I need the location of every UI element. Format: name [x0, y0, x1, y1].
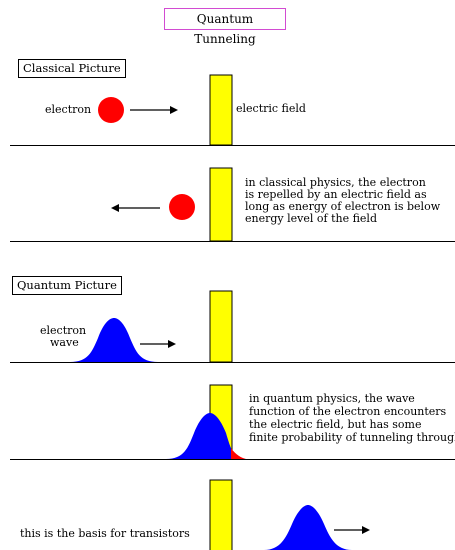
wave-label-line: electron	[40, 324, 87, 337]
description-line: is repelled by an electric field as	[245, 188, 427, 201]
electric-field-barrier	[209, 167, 233, 242]
electric-field-label: electric field	[236, 102, 306, 115]
electron-wave-packet	[166, 413, 231, 459]
electric-field-barrier	[209, 74, 233, 146]
description-line: energy level of the field	[245, 212, 377, 225]
description-line: long as energy of electron is below	[245, 200, 441, 213]
transistor-basis-text: this is the basis for transistors	[20, 527, 190, 540]
description-line: in classical physics, the electron	[245, 176, 426, 189]
arrow-right-icon	[334, 526, 370, 534]
panel-classical-approach	[10, 74, 455, 146]
description-line: finite probability of tunneling through	[249, 431, 455, 444]
arrow-right-icon	[130, 106, 178, 114]
tunneling-probability-tail	[230, 447, 246, 459]
electron-label: electron	[45, 103, 92, 116]
description-line: the electric field, but has some	[249, 418, 422, 431]
electric-field-barrier	[209, 290, 233, 363]
arrow-left-icon	[111, 204, 160, 212]
electric-field-barrier	[209, 479, 233, 550]
electron-wave-packet	[70, 318, 158, 362]
arrow-right-icon	[140, 340, 176, 348]
wave-label-line: wave	[50, 336, 79, 349]
panel-quantum-approach	[10, 290, 455, 363]
description-line: in quantum physics, the wave	[249, 392, 415, 405]
panel-quantum-transmitted	[209, 479, 370, 550]
electron-wave-packet	[264, 505, 352, 550]
classical-picture-label: Classical Picture	[18, 59, 126, 78]
panel-classical-repelled	[10, 167, 455, 242]
quantum-picture-label: Quantum Picture	[12, 276, 122, 295]
page-title: Quantum Tunneling	[164, 8, 286, 46]
panel-quantum-tunneling	[10, 384, 455, 460]
electron-particle	[169, 194, 195, 220]
description-line: function of the electron encounters	[249, 405, 447, 418]
electron-particle	[98, 97, 124, 123]
